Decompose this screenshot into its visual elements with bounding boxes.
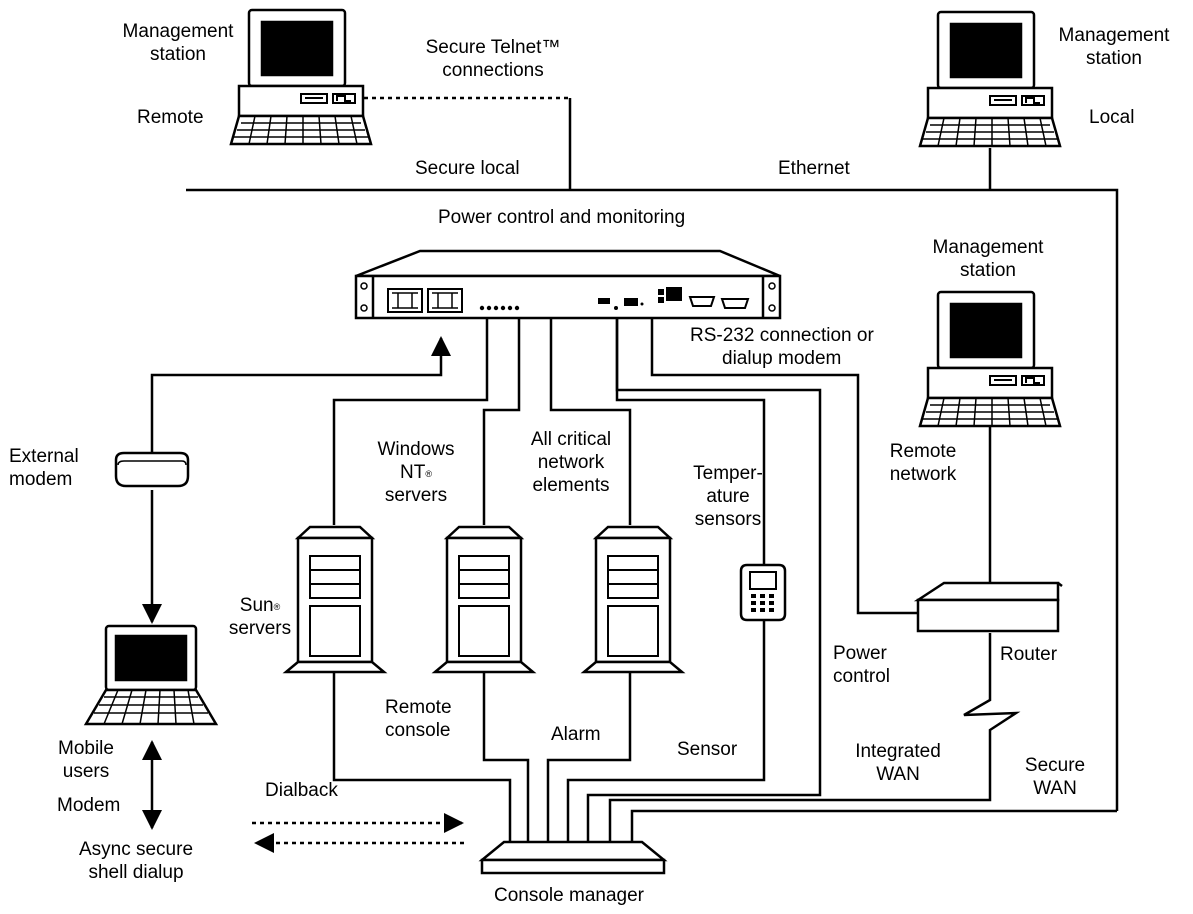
sensor-console-line: [566, 618, 766, 842]
label-local: Local: [1089, 107, 1135, 128]
label-external-modem-line1: External: [9, 446, 79, 467]
label-async-dialup: Async secure shell dialup: [62, 838, 210, 884]
label-remote-console-line2: console: [385, 720, 451, 741]
label-critical-line1: All critical: [530, 429, 612, 450]
label-windows-line3: servers: [384, 485, 448, 506]
label-temp-line2: ature: [706, 486, 750, 507]
power-control-unit-icon: [354, 249, 782, 320]
ethernet-line: [186, 188, 1119, 811]
label-critical-line2: network: [537, 452, 605, 473]
registered-mark-sun: ®: [273, 602, 281, 612]
label-remote: Remote: [137, 107, 204, 128]
label-remote-console-line1: Remote: [385, 697, 452, 718]
label-remote-console: Remote console: [385, 696, 452, 742]
label-secure-local: Secure local: [415, 158, 520, 179]
label-temp-line1: Temper-: [693, 463, 763, 484]
registered-mark-windows: ®: [425, 469, 432, 479]
server-sun-icon: [282, 525, 388, 674]
dashed-lines: [252, 96, 570, 853]
label-mgmt-network-line1: Management: [932, 237, 1044, 258]
label-secure-telnet: Secure Telnet™ connections: [408, 36, 578, 82]
label-sun-servers: Sun® servers: [224, 594, 296, 640]
console-manager-icon: [478, 840, 668, 875]
label-modem: Modem: [57, 795, 121, 816]
label-secure-telnet-line2: connections: [442, 60, 544, 81]
connection-lines: [142, 98, 1119, 842]
integrated-wan-line: [608, 633, 1021, 842]
label-remote-network: Remote network: [878, 440, 968, 486]
label-rs232-line1: RS-232 connection or: [690, 325, 874, 346]
sun-server-line: [332, 318, 489, 525]
label-external-modem-line2: modem: [9, 469, 73, 490]
label-rs232-line2: dialup modem: [722, 348, 842, 369]
critical-server-line: [549, 318, 632, 525]
label-temp-line3: sensors: [694, 509, 762, 530]
label-dialback: Dialback: [265, 780, 338, 801]
computer-network-icon: [918, 290, 1062, 428]
label-mgmt-remote-line1: Management: [122, 21, 234, 42]
laptop-mobile-icon: [83, 624, 219, 726]
label-secure-wan-line2: WAN: [1033, 778, 1077, 799]
label-mgmt-local: Management station: [1044, 24, 1184, 70]
label-power-control: Power control: [833, 642, 890, 688]
label-secure-telnet-line1: Secure Telnet™: [425, 37, 561, 58]
label-async-line2: shell dialup: [88, 862, 184, 883]
label-critical-line3: elements: [532, 475, 610, 496]
server-critical-icon: [580, 525, 686, 674]
critical-console-line: [546, 672, 632, 842]
label-integrated-wan: Integrated WAN: [848, 740, 948, 786]
power-control-line: [586, 318, 822, 842]
modem-to-power-line: [150, 336, 451, 452]
label-rs232: RS-232 connection or dialup modem: [690, 324, 874, 370]
secure-wan-line: [630, 809, 1117, 842]
label-secure-wan-line1: Secure: [1024, 755, 1086, 776]
label-power-control-line1: Power: [833, 643, 887, 664]
label-windows-line2: NT: [400, 462, 426, 483]
label-sun-line1: Sun: [239, 595, 274, 616]
label-temperature-sensors: Temper- ature sensors: [688, 462, 768, 531]
label-remote-network-line1: Remote: [889, 441, 957, 462]
label-windows-line1: Windows: [377, 439, 455, 460]
label-power-control-monitoring: Power control and monitoring: [438, 207, 686, 228]
server-windows-icon: [431, 525, 537, 674]
router-icon: [913, 581, 1063, 633]
label-sensor: Sensor: [677, 739, 738, 760]
label-async-line1: Async secure: [78, 839, 194, 860]
label-mgmt-remote-line2: station: [150, 44, 206, 65]
label-mgmt-local-line2: station: [1086, 48, 1142, 69]
rs232-router-line: [650, 318, 918, 615]
label-remote-network-line2: network: [889, 464, 957, 485]
label-ethernet: Ethernet: [778, 158, 850, 179]
label-console-manager: Console manager: [494, 885, 644, 906]
windows-server-line: [482, 318, 521, 525]
label-mgmt-network: Management station: [918, 236, 1058, 282]
external-modem-icon: [114, 451, 190, 488]
label-integrated-wan-line1: Integrated: [855, 741, 941, 762]
label-external-modem: External modem: [9, 445, 79, 491]
label-mobile-users: Mobile users: [50, 737, 122, 783]
label-power-control-line2: control: [833, 666, 891, 687]
label-mobile-line1: Mobile: [58, 738, 114, 759]
label-router: Router: [1000, 644, 1058, 665]
temperature-sensor-icon: [739, 563, 787, 622]
label-integrated-wan-line2: WAN: [876, 764, 920, 785]
label-mobile-line2: users: [62, 761, 110, 782]
label-sun-line2: servers: [228, 618, 292, 639]
label-alarm: Alarm: [551, 724, 601, 745]
label-mgmt-local-line1: Management: [1058, 25, 1170, 46]
windows-console-line: [482, 672, 530, 842]
computer-local-icon: [918, 10, 1062, 148]
label-critical-elements: All critical network elements: [515, 428, 627, 497]
label-mgmt-network-line2: station: [960, 260, 1016, 281]
computer-remote-icon: [229, 8, 373, 146]
label-secure-wan: Secure WAN: [1018, 754, 1092, 800]
label-mgmt-remote: Management station: [108, 20, 248, 66]
sun-console-line: [332, 672, 512, 842]
label-windows-servers: Windows NT® servers: [366, 438, 466, 507]
